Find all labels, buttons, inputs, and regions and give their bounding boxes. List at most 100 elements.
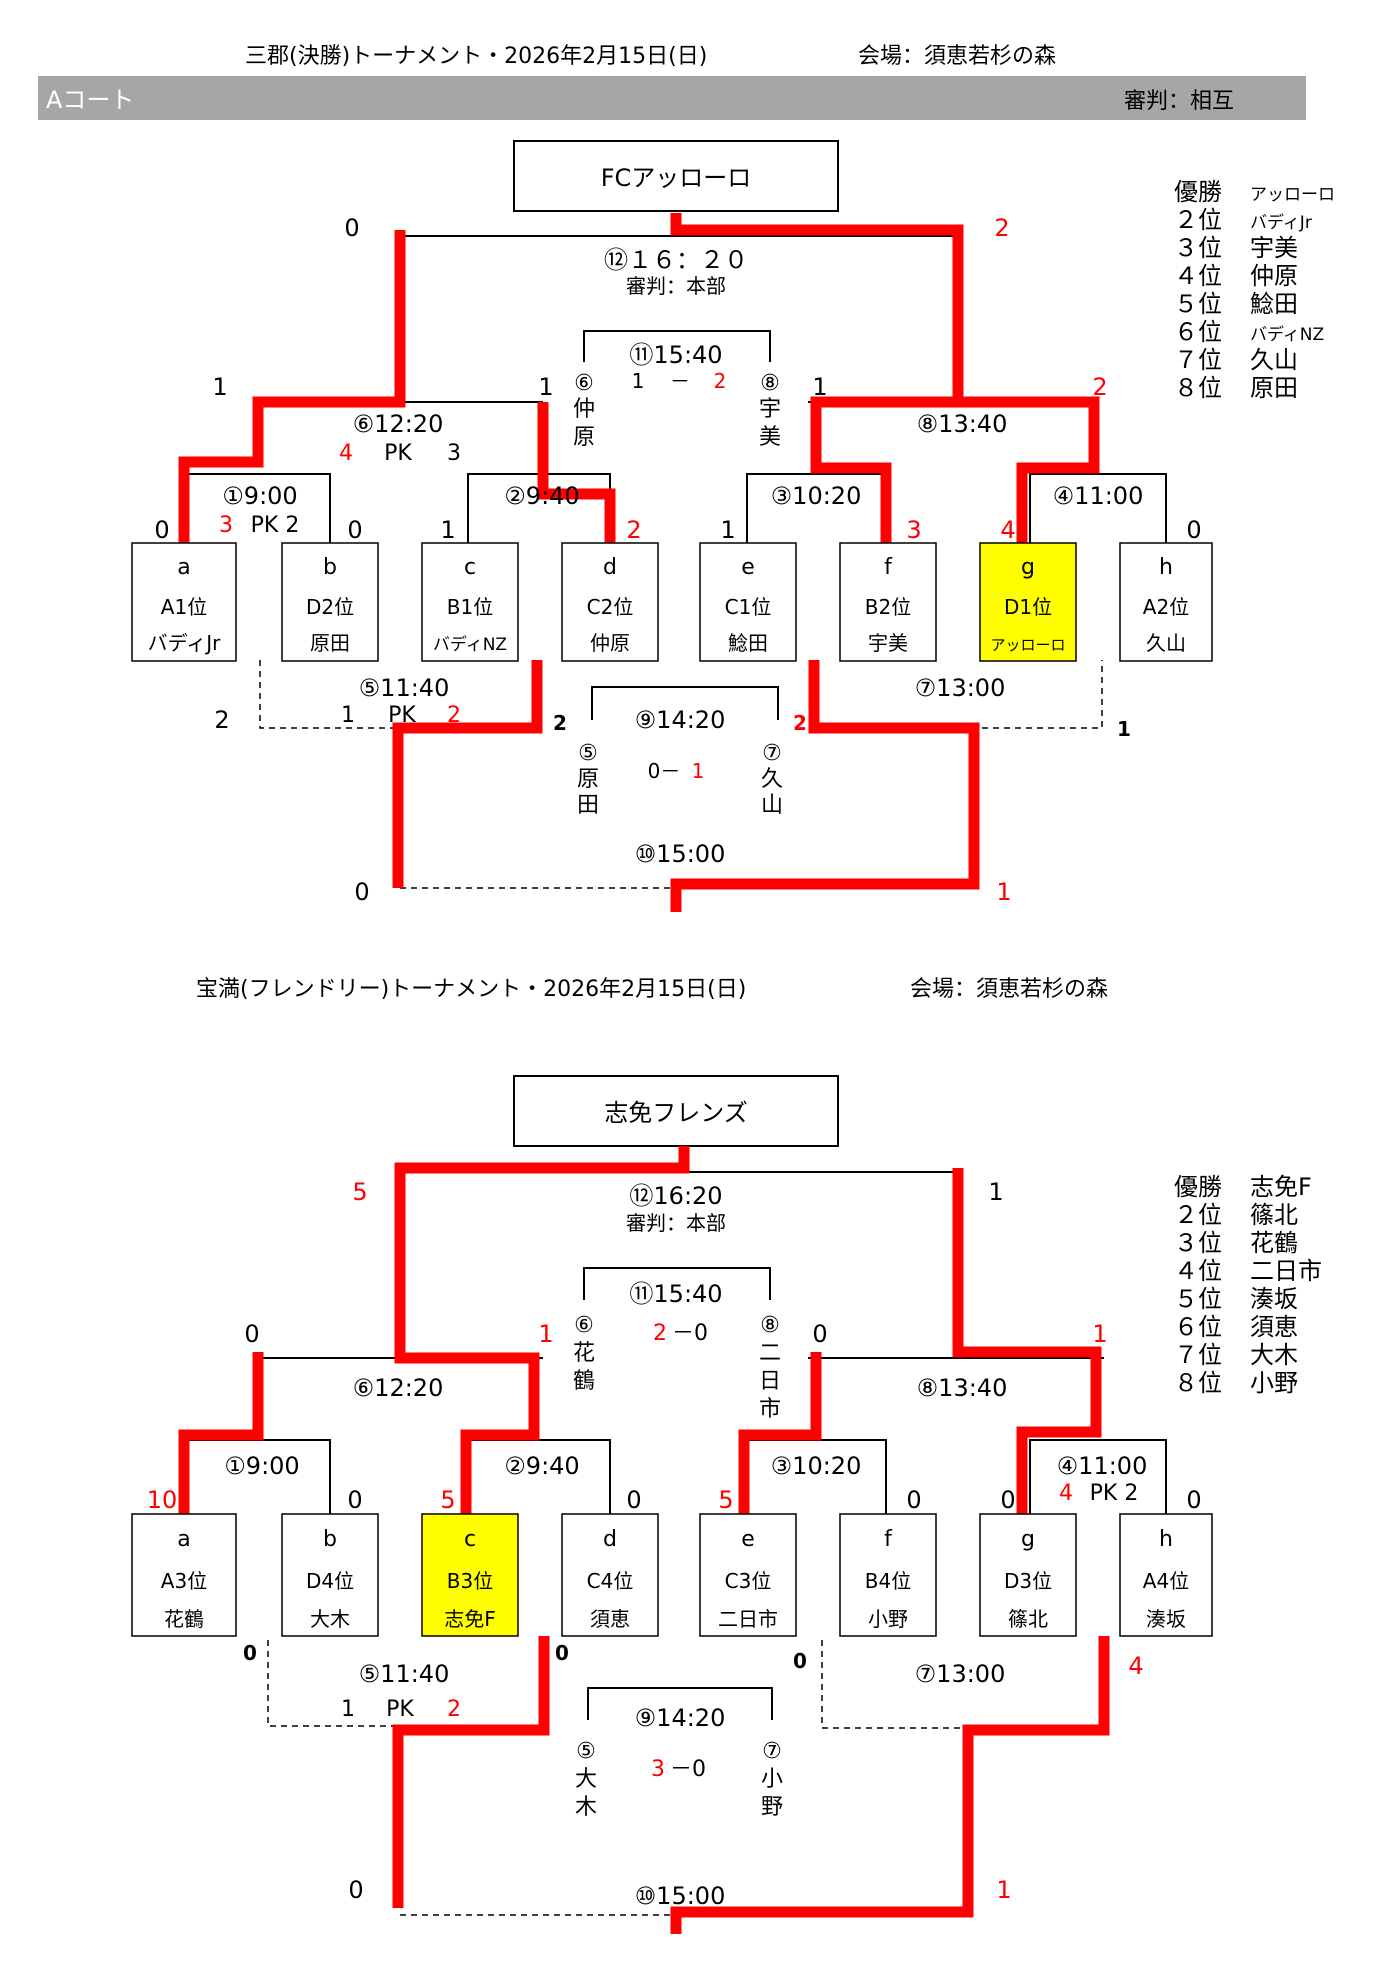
t2-semi_left-right_score: 1 — [538, 1320, 553, 1348]
t1-teams-6-letter: g — [1021, 555, 1035, 580]
t1-teams-2-name: バディNZ — [433, 634, 507, 655]
bracket-line — [670, 1636, 1110, 1934]
third-place-time: ⑪15:40 — [629, 341, 722, 369]
t2-third-left_name-1: 鶴 — [573, 1369, 595, 1394]
t1-standings-4-rank: ５位 — [1174, 290, 1222, 318]
t2-standings-5-team: 須恵 — [1250, 1313, 1298, 1341]
bracket-line — [958, 396, 1100, 547]
t2-c9-left_tag: ⑤ — [576, 1739, 596, 1764]
box — [421, 1513, 519, 1637]
c10-time: ⑩15:00 — [635, 840, 726, 868]
c5-2-time: ⑤11:40 — [359, 1660, 450, 1688]
t2-third-right_tag: ⑧ — [760, 1313, 780, 1338]
t2-third-score_r: －0 — [672, 1321, 708, 1346]
t1-q3-left_score: 1 — [720, 516, 735, 544]
q4-2-time: ④11:00 — [1057, 1452, 1148, 1480]
t1-semi_right-right_score: 2 — [1092, 373, 1107, 401]
t1-teams-3-name: 仲原 — [590, 631, 630, 655]
t1-c9-right_name-0: 久 — [761, 767, 783, 792]
team2-box-f: f B4位 小野 — [839, 1513, 937, 1637]
t2-q4-pk_l: 4 — [1059, 1481, 1073, 1506]
team-box-h: h A2位 久山 — [1119, 542, 1213, 662]
t2-c7-right_score: 4 — [1128, 1652, 1143, 1680]
t2-standings-4-rank: ５位 — [1174, 1285, 1222, 1313]
t2-teams-2-seed: B3位 — [447, 1569, 493, 1593]
t2-teams-0-seed: A3位 — [161, 1569, 207, 1593]
t2-semi_right-left_score: 0 — [812, 1320, 827, 1348]
t1-third-score_l: 1 — [632, 369, 645, 393]
q3-time: ③10:20 — [771, 482, 862, 510]
t2-c5-pk_r: 2 — [447, 1697, 461, 1722]
t2-teams-4-letter: e — [741, 1527, 755, 1552]
t1-third-right_name-0: 宇 — [759, 397, 781, 422]
t1-c9-score_r: 1 — [692, 759, 705, 783]
court-label: Aコート — [46, 86, 134, 114]
t2-standings-0-team: 志免F — [1250, 1173, 1312, 1201]
bracket-line — [178, 1352, 264, 1518]
t2-teams-5-seed: B4位 — [865, 1569, 911, 1593]
group — [178, 213, 1100, 912]
t1-teams-7-name: 久山 — [1146, 631, 1186, 655]
t1-c5-pk: PK — [388, 703, 416, 728]
t2-teams-6-letter: g — [1021, 1527, 1035, 1552]
t2-third-left_name-0: 花 — [573, 1341, 595, 1366]
t2-third-right_name-0: 二 — [759, 1341, 781, 1366]
t1-teams-3-letter: d — [603, 555, 617, 580]
t1-semi_left-right_score: 1 — [538, 373, 553, 401]
t1-standings-0-team: アッローロ — [1250, 185, 1335, 205]
t1-standings-4-team: 鯰田 — [1250, 290, 1298, 318]
t1-teams-5-letter: f — [884, 555, 893, 580]
t1-c5-right_score: 2 — [553, 711, 567, 735]
t1-standings-3-team: 仲原 — [1250, 262, 1298, 290]
semi2-right-time: ⑧13:40 — [917, 1374, 1008, 1402]
t1-third-dash: － — [670, 369, 690, 393]
t1-teams-6-seed: D1位 — [1004, 595, 1052, 619]
t1-q1-right_score: 0 — [347, 516, 362, 544]
t2-teams-1-seed: D4位 — [306, 1569, 354, 1593]
t1-teams-7-letter: h — [1159, 555, 1173, 580]
t1-semi_left-left_score: 1 — [212, 373, 227, 401]
bracket-line — [591, 686, 779, 720]
team-box-c: c B1位 バディNZ — [421, 542, 519, 662]
bracket-line — [1029, 473, 1167, 543]
t2-teams-2-name: 志免F — [444, 1607, 496, 1631]
t1-standings-6-rank: ７位 — [1174, 346, 1222, 374]
t1-standings-2-team: 宇美 — [1250, 234, 1298, 262]
t2-q4-pk: PK 2 — [1090, 1481, 1139, 1506]
t2-q2-left_score: 5 — [440, 1486, 455, 1514]
tournament-1-venue: 会場：須恵若杉の森 — [858, 44, 1056, 69]
t2-teams-3-name: 須恵 — [590, 1607, 630, 1631]
t2-c9-left_name-0: 大 — [575, 1767, 597, 1792]
t1-teams-4-name: 鯰田 — [728, 631, 768, 655]
team-box-a: a A1位 バディJr — [131, 542, 237, 662]
team2-box-g: g D3位 篠北 — [979, 1513, 1077, 1637]
t2-teams-4-seed: C3位 — [725, 1569, 772, 1593]
t2-teams-1-letter: b — [323, 1527, 337, 1552]
t1-q2-left_score: 1 — [440, 516, 455, 544]
bracket-line — [1029, 1439, 1167, 1514]
bracket-line — [587, 1687, 773, 1720]
q4-time: ④11:00 — [1053, 482, 1144, 510]
q2-time: ②9:40 — [504, 482, 579, 510]
tournament-2-venue: 会場：須恵若杉の森 — [910, 977, 1108, 1002]
champion-name-2: 志免フレンズ — [604, 1099, 748, 1127]
t1-c10-left_score: 0 — [354, 878, 369, 906]
t1-teams-0-seed: A1位 — [161, 595, 207, 619]
t1-teams-0-name: バディJr — [148, 631, 221, 655]
t2-q1-right_score: 0 — [347, 1486, 362, 1514]
team-box-d: d C2位 仲原 — [561, 542, 659, 662]
t1-teams-5-seed: B2位 — [865, 595, 911, 619]
t2-standings-6-rank: ７位 — [1174, 1341, 1222, 1369]
c10-2-time: ⑩15:00 — [635, 1882, 726, 1910]
box — [131, 1513, 237, 1637]
champion-box — [513, 140, 839, 212]
c7-time: ⑦13:00 — [915, 674, 1006, 702]
t1-q1-pk_l: 3 — [219, 513, 233, 538]
team-box-f: f B2位 宇美 — [839, 542, 937, 662]
t1-third-right_name-1: 美 — [759, 425, 781, 450]
t2-teams-6-seed: D3位 — [1004, 1569, 1052, 1593]
t2-teams-7-name: 湊坂 — [1146, 1607, 1186, 1631]
q3-2-time: ③10:20 — [771, 1452, 862, 1480]
team2-box-c: c B3位 志免F — [421, 1513, 519, 1637]
